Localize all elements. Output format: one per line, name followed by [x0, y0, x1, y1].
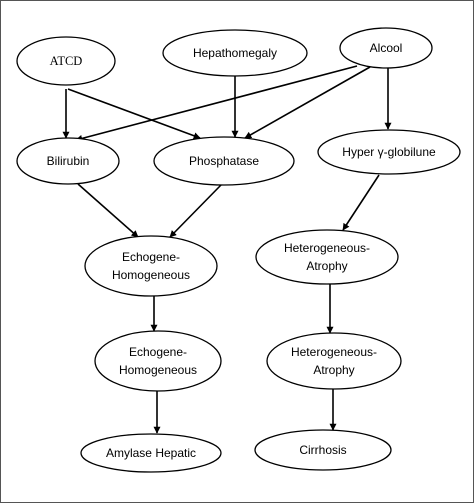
node-heterogeneous-1-label: Atrophy	[306, 259, 347, 273]
edges-layer	[62, 65, 392, 434]
node-heterogeneous-1: Heterogeneous- Atrophy	[255, 229, 399, 285]
node-hyper-globilune: Hyper γ-globilune	[317, 129, 461, 175]
node-heterogeneous-1-shape	[255, 229, 399, 285]
node-heterogeneous-2-shape	[266, 332, 402, 390]
node-alcool: Alcool	[339, 27, 433, 69]
node-echogene-1-label: Echogene-	[122, 250, 180, 264]
node-amylase-hepatic-shape	[80, 433, 222, 473]
node-hepatomegaly: Hepathomegaly	[162, 29, 308, 77]
node-atcd-shape	[16, 36, 116, 86]
edge-alcool-to-bilirubin	[75, 65, 358, 142]
node-atcd: ATCD	[16, 36, 116, 86]
node-echogene-2-label: Homogeneous	[119, 363, 197, 377]
node-amylase-hepatic-label: Amylase Hepatic	[106, 446, 196, 460]
node-alcool-label: Alcool	[370, 41, 403, 55]
node-heterogeneous-2-label: Atrophy	[313, 363, 354, 377]
node-echogene-2-label: Echogene-	[129, 345, 187, 359]
node-bilirubin-shape	[16, 137, 120, 185]
node-hepatomegaly-shape	[162, 29, 308, 77]
node-phosphatase-label: Phosphatase	[189, 154, 259, 168]
node-heterogeneous-2-label: Heterogeneous-	[291, 345, 377, 359]
node-hyper-globilune-label: Hyper γ-globilune	[342, 145, 436, 159]
node-heterogeneous-2: Heterogeneous- Atrophy	[266, 332, 402, 390]
node-hyper-globilune-shape	[317, 129, 461, 175]
node-phosphatase: Phosphatase	[153, 136, 295, 186]
node-echogene-2: Echogene- Homogeneous	[94, 330, 222, 392]
node-amylase-hepatic: Amylase Hepatic	[80, 433, 222, 473]
node-echogene-2-shape	[94, 330, 222, 392]
node-cirrhosis-label: Cirrhosis	[299, 443, 346, 457]
node-cirrhosis-shape	[254, 429, 392, 471]
node-cirrhosis: Cirrhosis	[254, 429, 392, 471]
node-atcd-label: ATCD	[50, 54, 83, 68]
node-phosphatase-shape	[153, 136, 295, 186]
node-echogene-1: Echogene- Homogeneous	[84, 235, 218, 297]
edge-alcool-to-phosphatase	[244, 66, 371, 139]
edge-phosphatase-to-echogene-1	[169, 184, 222, 238]
edge-atcd-to-phosphatase	[67, 88, 201, 140]
node-alcool-shape	[339, 27, 433, 69]
node-bilirubin-label: Bilirubin	[47, 154, 90, 168]
edge-bilirubin-to-echogene-1	[77, 183, 139, 238]
edge-hyper-globilune-to-heterogeneous-1	[342, 174, 380, 231]
node-hepatomegaly-label: Hepathomegaly	[193, 46, 277, 60]
node-heterogeneous-1-label: Heterogeneous-	[284, 241, 370, 255]
node-echogene-1-label: Homogeneous	[112, 268, 190, 282]
node-echogene-1-shape	[84, 235, 218, 297]
node-bilirubin: Bilirubin	[16, 137, 120, 185]
